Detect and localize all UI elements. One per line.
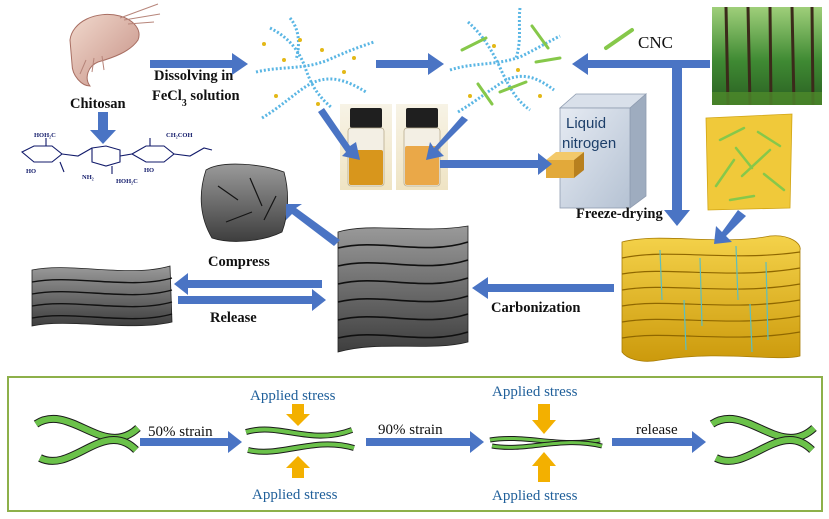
arrow-step-90 — [366, 431, 484, 453]
step-release-label: release — [636, 422, 678, 438]
chitosan-structure — [21, 138, 213, 174]
chem-label-nh2: NH₂ — [82, 174, 94, 181]
freeze-drying-label: Freeze-drying — [576, 206, 663, 222]
chem-label-ho: HO — [26, 168, 36, 175]
chitosan-fecl3-network — [255, 17, 375, 120]
stress-label-top-1: Applied stress — [250, 388, 336, 404]
dissolving-label-line1: Dissolving in — [154, 68, 233, 84]
arrow-network-to-vial — [318, 108, 360, 160]
carbonization-label: Carbonization — [491, 300, 580, 316]
process-arrows — [90, 53, 746, 311]
crumpled-carbon-sponge — [200, 163, 288, 242]
cnc-composite-network — [449, 7, 562, 114]
arrow-chitosan-down — [90, 112, 116, 144]
sheets-relaxed — [33, 414, 141, 465]
stress-arrow-down-1 — [286, 404, 310, 426]
chem-label-hoh2c: HOH₂C — [34, 132, 56, 139]
arrow-down-to-stack — [664, 68, 690, 226]
arrow-release-right — [178, 289, 326, 311]
sheets-50-strain — [245, 426, 355, 455]
strain-panel: 50% strain 90% strain release Applied st… — [7, 376, 823, 512]
cnc-label: CNC — [638, 33, 673, 52]
cnc-sheet — [705, 113, 793, 211]
stress-arrow-up-2 — [532, 452, 556, 482]
arrow-compress — [286, 204, 340, 246]
arrow-carbonization — [472, 277, 614, 299]
stress-arrow-down-2 — [532, 404, 556, 434]
sheets-released — [709, 414, 817, 465]
sheets-90-strain — [489, 435, 603, 450]
stress-label-bottom-2: Applied stress — [492, 488, 578, 504]
chitosan-label: Chitosan — [70, 96, 126, 112]
shrimp-illustration — [69, 3, 161, 87]
arrow-cnc-to-vial — [426, 116, 468, 160]
stress-arrow-up-1 — [286, 456, 310, 478]
stress-label-top-2: Applied stress — [492, 384, 578, 400]
chem-label-hoh2c-right: HOH₂C — [116, 178, 138, 185]
step-90-label: 90% strain — [378, 422, 443, 438]
arrow-step-50 — [140, 431, 242, 453]
cnc-rod-icon — [604, 28, 634, 50]
step-50-label: 50% strain — [148, 424, 213, 440]
arrow-shrimp-to-network — [150, 53, 248, 75]
carbon-aerogel-stack — [337, 225, 469, 353]
arrow-sheet-to-stack — [714, 210, 746, 244]
nitrogen-label: nitrogen — [562, 135, 616, 152]
arrow-release-left — [174, 273, 322, 295]
chem-label-ch2coh: CH₂COH — [166, 132, 193, 139]
stress-label-bottom-1: Applied stress — [252, 487, 338, 503]
forest-photo — [712, 6, 822, 106]
gold-aerogel-stack — [621, 235, 801, 362]
arrow-vial-to-ln — [440, 153, 552, 175]
compress-label: Compress — [208, 254, 270, 270]
arrow-step-release — [612, 431, 706, 453]
chem-label-ho-right: HO — [144, 167, 154, 174]
flattened-carbon-sheets — [31, 265, 173, 327]
chitosan-labels: HOH₂C HO NH₂ CH₂COH HO HOH₂C — [26, 132, 193, 185]
liquid-label: Liquid — [566, 115, 606, 132]
arrow-forest-to-cnc — [572, 53, 710, 75]
arrow-network-to-cnc — [376, 53, 444, 75]
release-label: Release — [210, 310, 257, 326]
liquid-nitrogen-box — [546, 93, 648, 209]
dissolving-label-line2: FeCl3 solution — [152, 88, 240, 109]
